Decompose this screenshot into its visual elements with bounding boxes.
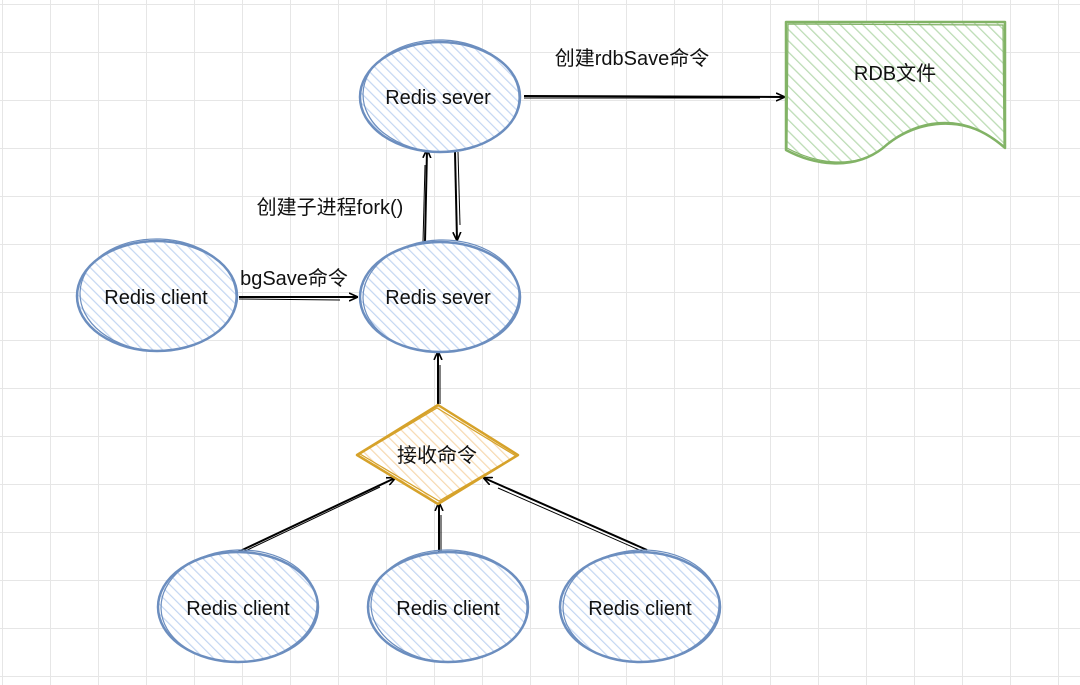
server-top-label: Redis sever	[385, 87, 491, 109]
edge-fork-down	[455, 151, 460, 240]
edge-receive-to-server	[438, 352, 440, 404]
edge-bgsave	[238, 297, 357, 300]
edge-fork-up	[423, 150, 427, 243]
node-receive-decision[interactable]: 接收命令	[355, 403, 520, 506]
node-redis-server-mid[interactable]: Redis sever	[358, 237, 522, 354]
node-rdb-file[interactable]: RDB文件	[784, 20, 1007, 165]
edge-client1-to-receive	[237, 478, 395, 554]
node-redis-server-top[interactable]: Redis sever	[358, 37, 522, 154]
client-b2-label: Redis client	[396, 598, 500, 620]
server-mid-label: Redis sever	[385, 287, 491, 309]
edge-label-bgsave: bgSave命令	[240, 267, 348, 290]
receive-label: 接收命令	[397, 444, 477, 467]
node-redis-client-b1[interactable]: Redis client	[156, 547, 320, 664]
edge-label-fork: 创建子进程fork()	[257, 196, 404, 219]
node-redis-client-b3[interactable]: Redis client	[558, 547, 722, 664]
edge-client3-to-receive	[484, 478, 648, 553]
client-left-label: Redis client	[104, 287, 208, 309]
edge-create-rdbsave	[523, 96, 784, 98]
node-redis-client-b2[interactable]: Redis client	[366, 547, 530, 664]
node-redis-client-left[interactable]: Redis client	[75, 236, 239, 353]
client-b1-label: Redis client	[186, 598, 290, 620]
edge-label-create-rdbsave: 创建rdbSave命令	[555, 47, 710, 70]
rdb-file-label: RDB文件	[854, 62, 936, 85]
client-b3-label: Redis client	[588, 598, 692, 620]
edge-client2-to-receive	[439, 503, 441, 553]
